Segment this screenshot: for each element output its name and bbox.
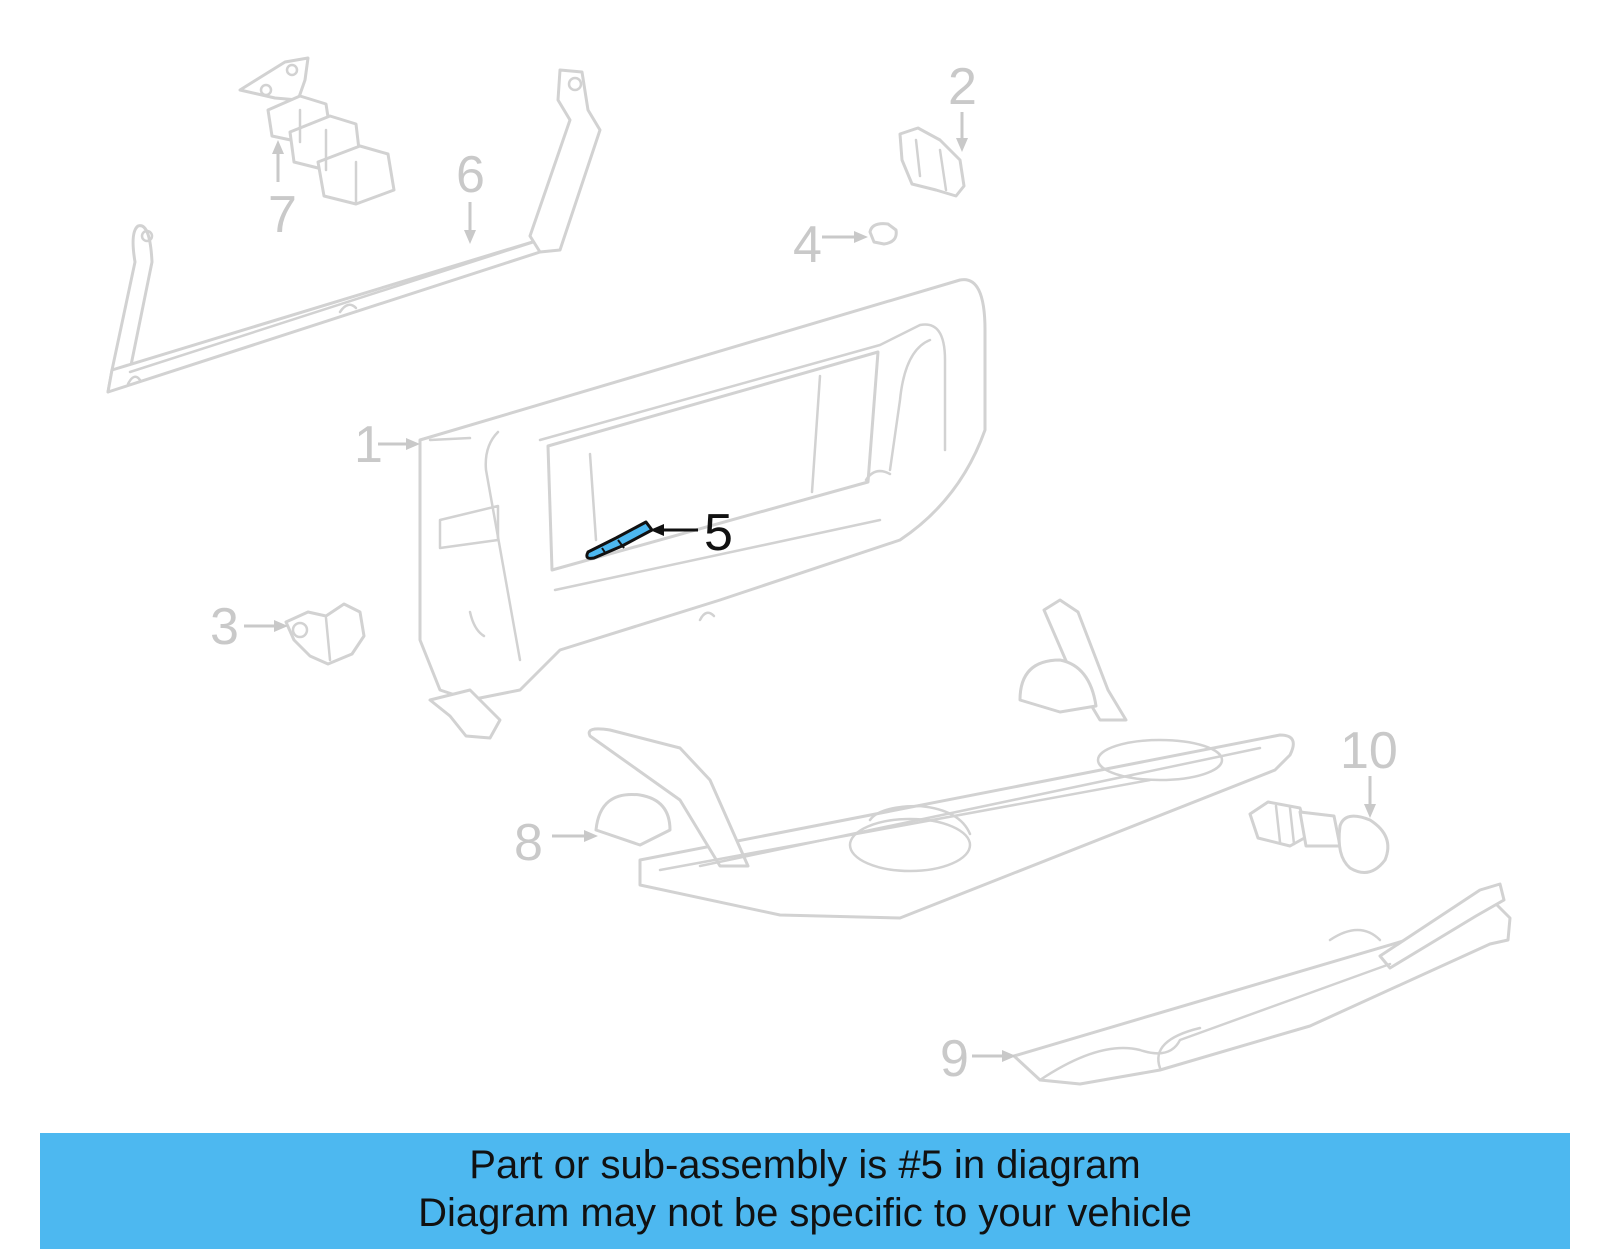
part-9-trim-panel [1012, 882, 1512, 1086]
svg-text:9: 9 [940, 1030, 969, 1088]
svg-text:7: 7 [268, 186, 297, 244]
svg-text:8: 8 [514, 814, 543, 872]
banner-line-1: Part or sub-assembly is #5 in diagram [469, 1143, 1141, 1187]
callout-1: 1 [354, 416, 420, 474]
part-5-highlighted [585, 520, 654, 560]
svg-text:2: 2 [948, 58, 977, 116]
part-2-clip [898, 126, 966, 198]
info-banner: Part or sub-assembly is #5 in diagram Di… [40, 1133, 1570, 1249]
callout-8: 8 [514, 814, 598, 872]
svg-text:4: 4 [793, 216, 822, 274]
svg-text:10: 10 [1340, 722, 1398, 780]
callout-7: 7 [268, 140, 297, 244]
callout-3: 3 [210, 598, 288, 656]
part-10-damper [1248, 800, 1390, 874]
part-8-door [587, 598, 1295, 920]
part-7-bracket [238, 56, 396, 206]
callout-6: 6 [456, 146, 485, 244]
callout-2: 2 [948, 58, 977, 152]
callout-9: 9 [940, 1030, 1016, 1088]
callout-4: 4 [793, 216, 868, 274]
part-1-glovebox-housing [418, 278, 987, 740]
svg-text:6: 6 [456, 146, 485, 204]
svg-text:5: 5 [704, 504, 733, 562]
part-3-clip [284, 602, 366, 666]
parts-diagram: 1 2 3 4 5 6 7 8 9 [106, 56, 1512, 1088]
part-4-bulb [868, 222, 898, 246]
callout-5: 5 [650, 504, 733, 562]
callout-10: 10 [1340, 722, 1398, 818]
part-6-brace [106, 68, 602, 394]
svg-text:3: 3 [210, 598, 239, 656]
banner-line-2: Diagram may not be specific to your vehi… [418, 1191, 1192, 1235]
